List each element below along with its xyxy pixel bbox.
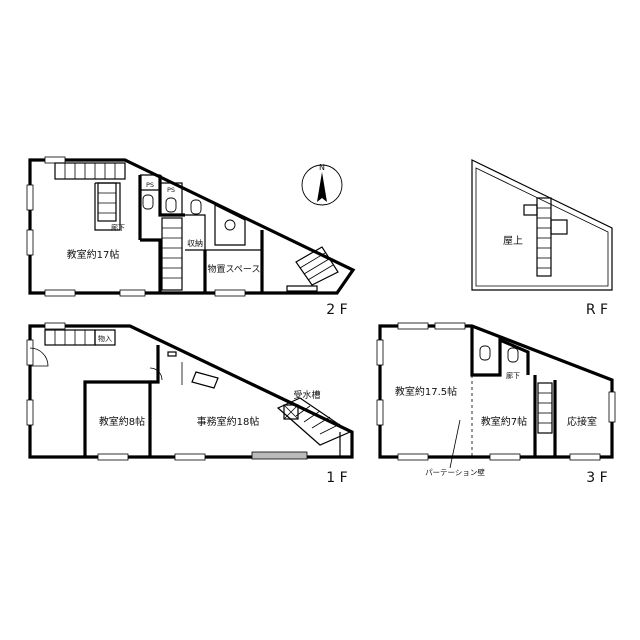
floor-1f-outline: [28, 324, 354, 459]
window: [119, 289, 146, 297]
window: [174, 453, 206, 461]
toilet-fixture: [142, 194, 154, 210]
window: [397, 322, 429, 330]
room-label-corridor: 廊下: [111, 223, 125, 232]
entry-step: [286, 285, 318, 292]
window: [26, 184, 34, 211]
window: [44, 156, 66, 164]
window: [608, 391, 616, 423]
room-label-water-tank: 受水槽: [293, 389, 320, 401]
window: [434, 322, 466, 330]
sink-fixture: [224, 219, 236, 231]
window: [569, 453, 601, 461]
floor-label-1f: 1 F: [326, 470, 347, 486]
toilet-fixture: [507, 347, 519, 363]
floor-rf-plan: 屋上: [471, 159, 613, 291]
inner-wall: [83, 380, 152, 457]
window: [44, 322, 66, 330]
room-label-reception: 応接室: [567, 415, 597, 428]
stairs: [44, 329, 96, 346]
storage-wall: [185, 214, 206, 251]
compass-north-label: N: [319, 163, 325, 172]
window: [397, 453, 429, 461]
window: [26, 229, 34, 256]
room-label-corridor: 廊下: [506, 371, 520, 380]
floor-label-2f: 2 F: [326, 302, 347, 318]
room-label-classroom-large: 教室約17.5帖: [395, 385, 457, 398]
inner-wall: [140, 238, 162, 293]
stairs: [54, 162, 126, 222]
stairs: [523, 197, 568, 277]
inner-wall: [150, 345, 160, 384]
floor-2f-outline: [28, 158, 356, 295]
room-label-storeroom: 物入: [98, 334, 112, 343]
exterior-stairs: [295, 246, 339, 286]
room-label-classroom-small: 教室約7帖: [481, 415, 527, 428]
window: [44, 289, 76, 297]
room-label-classroom: 教室約17帖: [67, 248, 120, 261]
toilet-fixture: [479, 345, 491, 361]
room-label-rooftop: 屋上: [503, 235, 523, 247]
stairs: [537, 382, 553, 434]
toilet-fixture: [190, 199, 202, 215]
inner-wall: [470, 326, 530, 377]
desk-fixture: [191, 371, 219, 389]
window: [97, 453, 129, 461]
floor-rf-outline: [471, 159, 613, 291]
parapet-line: [475, 167, 609, 287]
room-label-classroom: 教室約8帖: [99, 415, 145, 428]
window: [376, 399, 384, 426]
window: [214, 289, 246, 297]
toilet-fixture: [165, 197, 177, 213]
window: [376, 339, 384, 366]
door-swing: [149, 367, 163, 381]
shutter-opening: [251, 451, 308, 460]
floor-label-rf: R F: [586, 302, 608, 318]
floor-3f-plan: 教室約17.5帖 教室約7帖 応接室 廊下 パーテーション壁: [376, 322, 616, 477]
door-swing: [29, 347, 49, 367]
room-label-storage-space: 物置スペース: [208, 263, 261, 275]
stairs: [161, 217, 183, 291]
room-label-office: 事務室約18帖: [197, 415, 260, 428]
washroom-wall: [214, 204, 246, 246]
ps-box: [160, 182, 183, 215]
fixture: [167, 351, 177, 357]
floor-1f-plan: 教室約8帖 事務室約18帖 受水槽 物入: [26, 322, 354, 461]
partition-note: パーテーション壁: [425, 467, 485, 477]
room-label-ps: PS: [167, 186, 175, 194]
room-label-storage: 収納: [187, 238, 203, 248]
partition-leader-line: [449, 419, 461, 469]
floor-label-3f: 3 F: [586, 470, 607, 486]
room-label-ps: PS: [146, 181, 154, 189]
window: [26, 399, 34, 426]
floor-2f-plan: 教室約17帖 物置スペース 収納 廊下 PS PS: [26, 156, 356, 297]
storeroom-box: [94, 329, 116, 346]
window: [26, 339, 34, 366]
exterior-stairs: [276, 397, 352, 446]
window: [489, 453, 521, 461]
north-arrow-icon: N: [301, 163, 343, 206]
